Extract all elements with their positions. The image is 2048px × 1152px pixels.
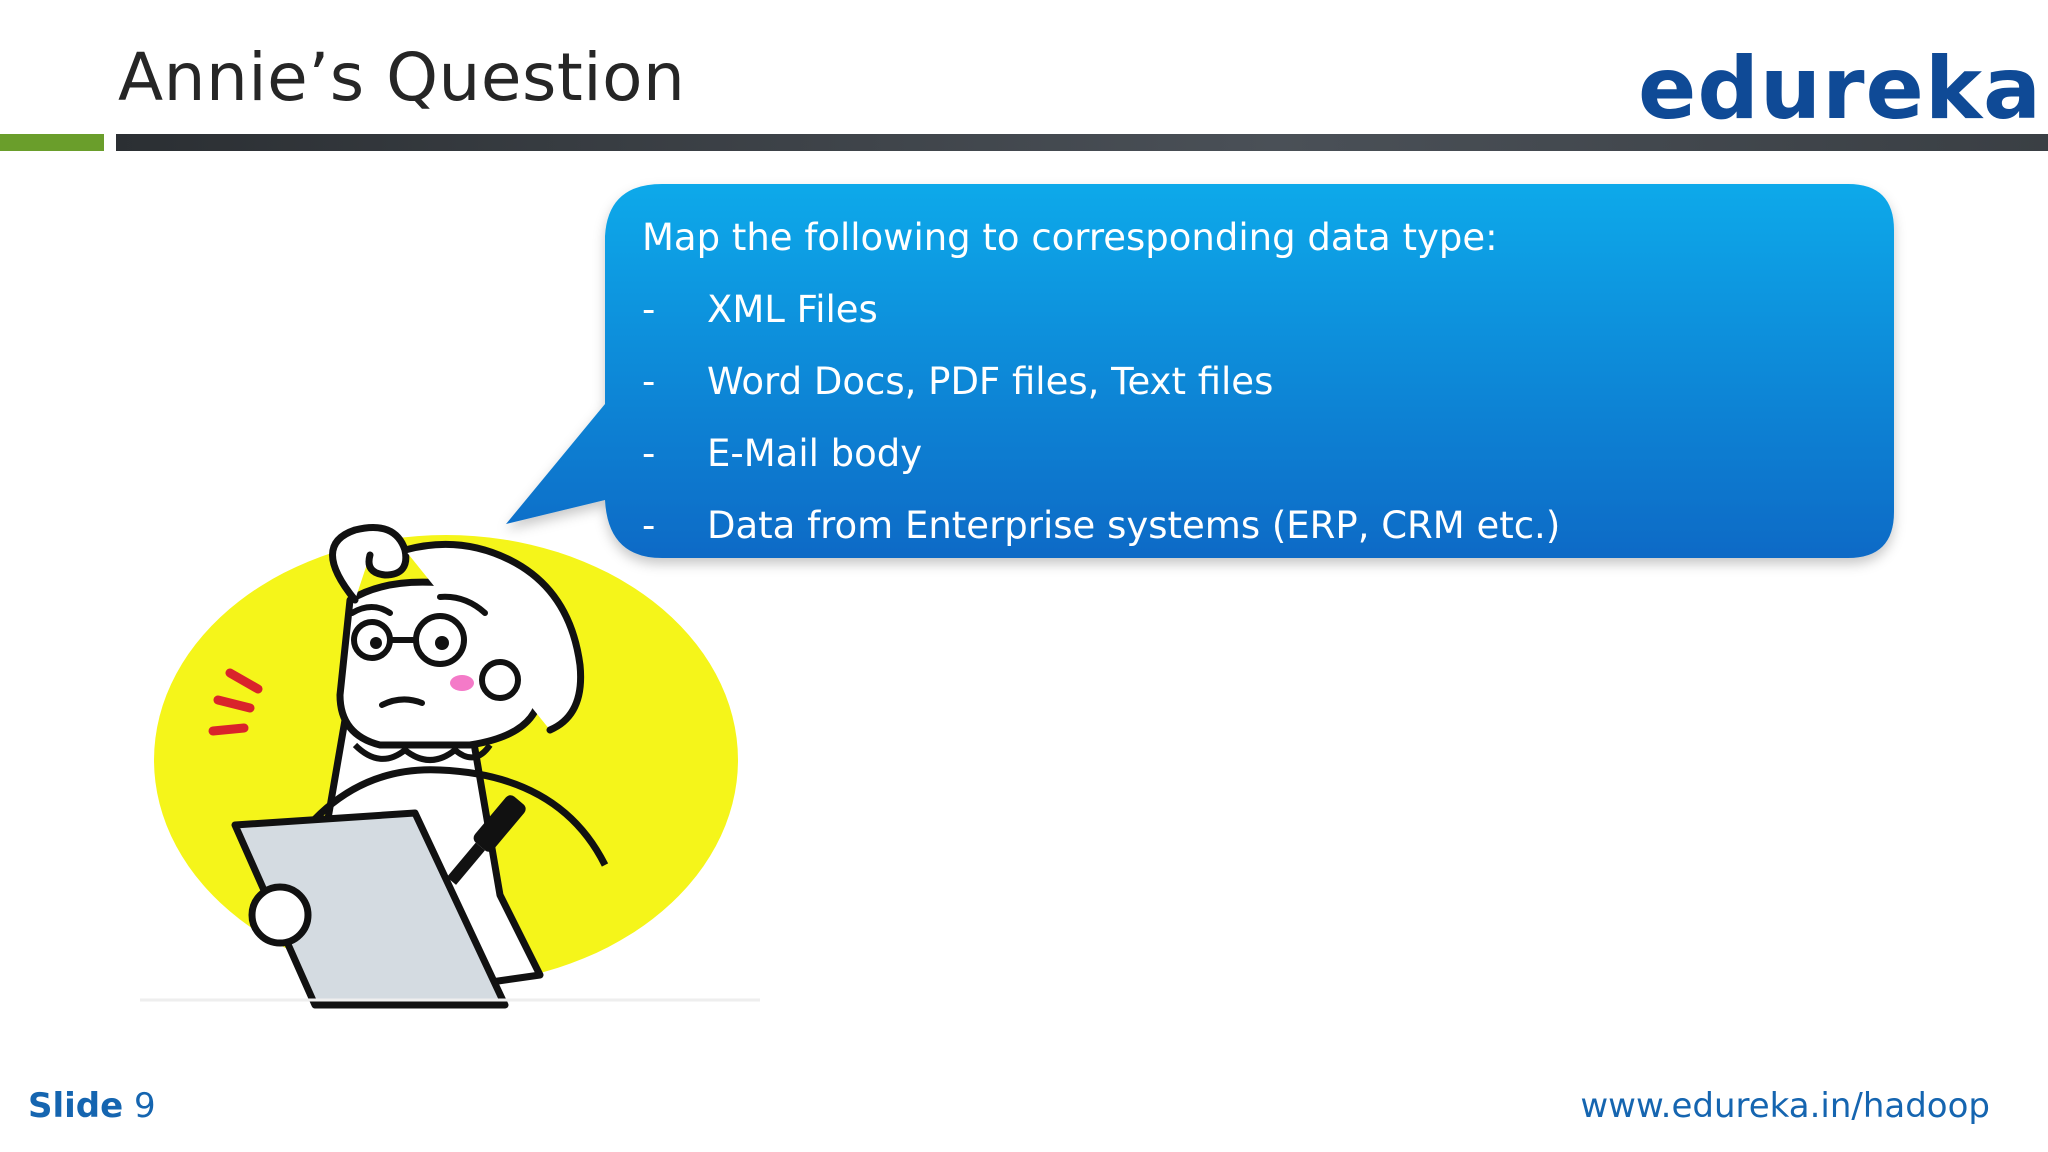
bullet-dash: - [642,360,656,403]
edureka-logo: edureka! [1638,39,2048,139]
list-item-label: Word Docs, PDF files, Text files [707,360,1274,403]
list-item-label: E-Mail body [707,432,923,475]
header-accent-bar [0,134,104,151]
slide-label: Slide [28,1086,124,1126]
slide-number: 9 [134,1086,156,1126]
bubble-prompt: Map the following to corresponding data … [642,216,1498,259]
bullet-dash: - [642,504,656,547]
list-item-label: Data from Enterprise systems (ERP, CRM e… [707,504,1561,547]
list-item: - Data from Enterprise systems (ERP, CRM … [642,490,1862,562]
list-item: - Word Docs, PDF files, Text files [642,346,1862,418]
bullet-dash: - [642,288,656,331]
bubble-content: Map the following to corresponding data … [642,202,1862,562]
footer-slide-number: Slide 9 [28,1086,156,1126]
data-type-list: - XML Files - Word Docs, PDF files, Text f… [642,274,1862,562]
list-item-label: XML Files [707,288,878,331]
bullet-dash: - [642,432,656,475]
annie-illustration-icon [60,524,840,1009]
slide-title: Annie’s Question [118,39,686,116]
list-item: - E-Mail body [642,418,1862,490]
footer-url-link[interactable]: www.edureka.in/hadoop [1580,1086,1990,1126]
thinking-woman-illustration [60,505,840,1025]
list-item: - XML Files [642,274,1862,346]
header-divider-bar [116,134,2048,151]
